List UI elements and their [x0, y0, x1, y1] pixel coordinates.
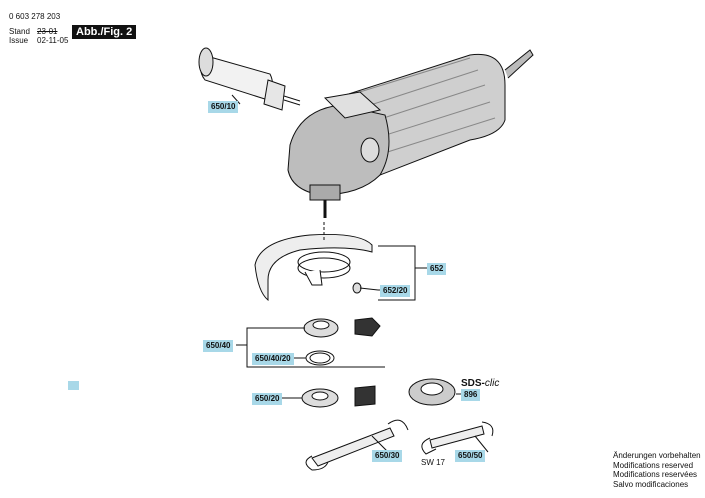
issue-date: 02-11-05: [37, 36, 69, 45]
note-fr: Modifications reservées: [613, 470, 698, 479]
wheel-guard: [254, 233, 373, 302]
open-end-wrench: [421, 421, 494, 455]
callout-896: 896: [461, 389, 481, 401]
callout-650-40: 650/40: [203, 340, 234, 352]
quick-clamping-nut: [408, 378, 456, 406]
callout-650-50: 650/50: [455, 450, 486, 462]
stand-date: 23-01: [37, 27, 58, 36]
stand-label: Stand: [9, 27, 30, 36]
clamping-nut: [301, 385, 376, 408]
callout-652-20: 652/20: [380, 285, 411, 297]
note-de: Änderungen vorbehalten: [613, 451, 701, 460]
document-number: 0 603 278 203: [9, 12, 61, 21]
two-pin-spanner: [305, 419, 409, 471]
issue-label: Issue: [9, 36, 29, 45]
note-es: Salvo modificaciones: [613, 479, 689, 489]
sds-clic-label: SDS-clic: [461, 378, 500, 389]
mounting-flange: [303, 317, 381, 338]
auxiliary-handle: [198, 47, 301, 111]
figure-label: Abb./Fig. 2: [72, 25, 137, 39]
callout-650-10: 650/10: [208, 101, 239, 113]
callout-650-30: 650/30: [372, 450, 403, 462]
note-en: Modifications reserved: [613, 460, 694, 470]
callout-650-20: 650/20: [252, 393, 283, 405]
callout-652: 652: [427, 263, 447, 275]
legend-swatch: [68, 381, 79, 390]
modification-notes: Änderungen vorbehalten Modifications res…: [613, 451, 701, 489]
grinder-body: [287, 49, 534, 218]
clamping-screw: [352, 282, 379, 294]
wrench-size-label: SW 17: [421, 458, 446, 467]
callout-650-40-20: 650/40/20: [252, 353, 294, 365]
